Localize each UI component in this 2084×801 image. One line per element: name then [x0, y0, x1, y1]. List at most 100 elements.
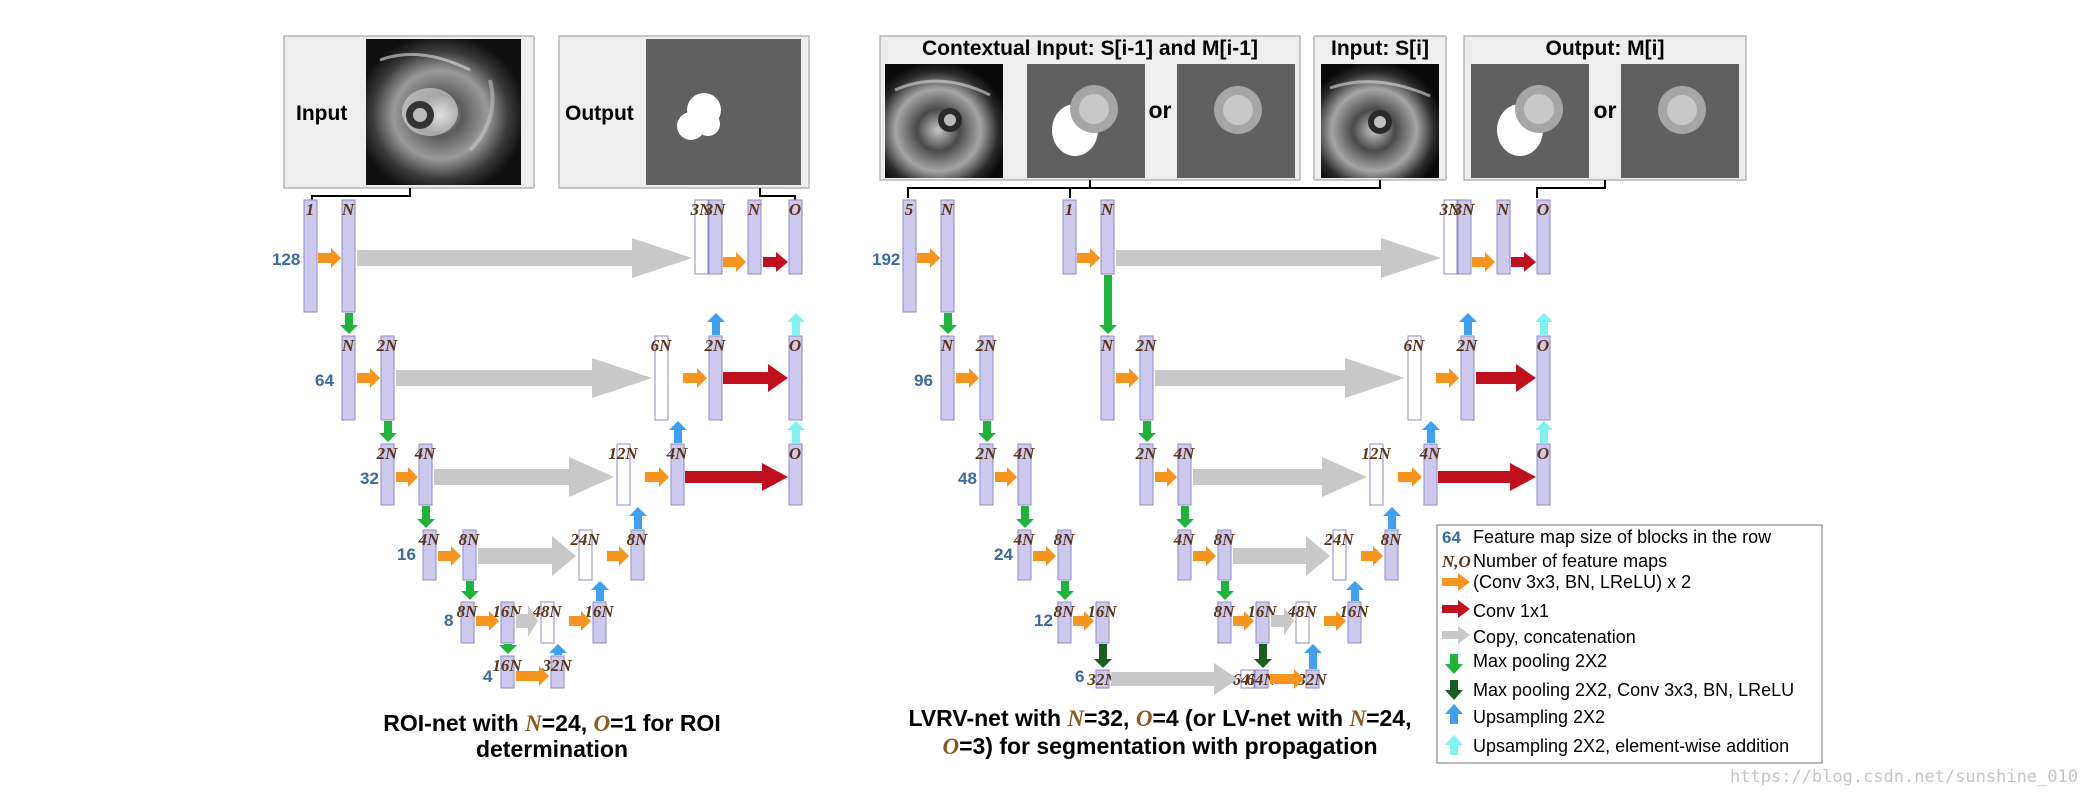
- lvrv-bottleneck-ctx-32n: [1095, 669, 1110, 689]
- roi-block-l4-8n: [460, 601, 475, 644]
- roi-maxpool-arrow-l1: [379, 421, 397, 442]
- lvrv-cur-block-l4-8n-label: 8N: [1214, 602, 1236, 621]
- lvrv-ctx-block-l4-8n-label: 8N: [1054, 602, 1076, 621]
- roi-block-l3-4n: [422, 529, 437, 581]
- roi-copy-arrow-l3: [478, 536, 576, 576]
- legend-green-arrow-icon: [1445, 654, 1463, 674]
- lvrv-cur-block-l0-n-label: N: [1100, 200, 1114, 219]
- lvrv-dec-block-l3-8n: [1384, 529, 1399, 581]
- roi-block-l4-16n-dec-label: 16N: [584, 602, 614, 621]
- lvrv-cur-block-l4-8n: [1217, 601, 1232, 644]
- output-mask-title: Output: M[i]: [1546, 37, 1665, 60]
- roi-block-l1-n-label: N: [341, 336, 355, 355]
- lvrv-dec-block-l0-o: [1536, 199, 1551, 275]
- current-input-box: Input: S[i]: [1313, 35, 1447, 181]
- lvrv-bottleneck-32n-label: 32N: [1296, 670, 1327, 689]
- lvrv-row-size-4: 12: [1034, 611, 1053, 630]
- roi-block-l1-o-label: O: [789, 336, 801, 355]
- lvrv-ctx-block-l4-8n: [1057, 601, 1072, 644]
- lvrv-dec-conv-arrow-l0: [1472, 252, 1495, 272]
- roi-block-l4-16n-label: 16N: [492, 602, 522, 621]
- output-or-text: or: [1594, 97, 1617, 123]
- roi-block-l2-4n-dec-label: 4N: [666, 444, 689, 463]
- lvrv-cur-maxpool-arrow-l3: [1216, 581, 1234, 600]
- lvrv-copy-arrow-l1: [1155, 358, 1405, 398]
- lvrv-dec-block-l1-concat-label: 6N: [1404, 336, 1426, 355]
- lvrv-ctx-maxpool-conv-arrow-l4: [1094, 644, 1112, 668]
- roi-upsample-arrow-l2: [669, 421, 687, 443]
- roi-block-l0-in-label: 1: [306, 200, 315, 219]
- output-mask-connector: [1536, 180, 1606, 198]
- lvrv-conv1x1-arrow-l1: [1476, 364, 1536, 392]
- roi-block-l3-4n-label: 4N: [418, 530, 441, 549]
- roi-block-l2-concat-label: 12N: [608, 444, 638, 463]
- lvrv-ctx-block-l0-in: [902, 199, 917, 313]
- lvrv-ctx-block-l2-2n: [979, 443, 994, 506]
- roi-output-mask-image: [646, 39, 801, 185]
- roi-block-l4-8n-label: 8N: [457, 602, 479, 621]
- lvrv-ctx-block-l0-n-label: N: [940, 200, 954, 219]
- lvrv-upsample-arrow-l4: [1346, 581, 1364, 601]
- lvrv-cur-conv-arrow-l1: [1116, 368, 1139, 388]
- contextual-mask-image-lvrv: [1027, 64, 1145, 178]
- roi-row-size-4: 8: [444, 611, 453, 630]
- roi-block-l1-2n-label: 2N: [376, 336, 399, 355]
- lvrv-dec-conv-arrow-l3: [1361, 546, 1383, 566]
- roi-block-l4-concat: [540, 601, 555, 644]
- lvrv-dec-block-l0-n: [1496, 199, 1511, 275]
- roi-upsample-arrow-l1: [707, 313, 725, 335]
- lvrv-add-arrow-l2: [1535, 421, 1553, 443]
- lvrv-ctx-block-l0-n: [940, 199, 955, 313]
- lvrv-dec-block-l3-concat-label: 24N: [1323, 530, 1354, 549]
- roi-conv-arrow-l0-enc: [318, 248, 341, 268]
- contextual-mask-image-lv: [1177, 64, 1295, 178]
- lvrv-cur-block-l3-8n-label: 8N: [1214, 530, 1236, 549]
- lvrv-ctx-block-l4-16n-label: 16N: [1087, 602, 1117, 621]
- roi-block-l2-2n: [380, 443, 395, 506]
- roi-block-l1-concat-label: 6N: [651, 336, 673, 355]
- roi-block-l3-8n-dec-label: 8N: [627, 530, 649, 549]
- lvrv-ctx-maxpool-arrow-l0: [939, 313, 957, 334]
- roi-block-l2-o: [788, 443, 803, 506]
- roi-block-l2-4n-label: 4N: [414, 444, 437, 463]
- lvrv-ctx-maxpool-arrow-l3: [1056, 581, 1074, 600]
- roi-add-arrow-l2: [787, 421, 805, 443]
- roi-block-l3-8n: [462, 529, 477, 581]
- roi-conv-arrow-l3-dec: [607, 546, 629, 566]
- lvrv-copy-arrow-l3: [1233, 536, 1330, 576]
- lvrv-ctx-conv-arrow-l3: [1033, 546, 1056, 566]
- roi-block-l0-n-dec: [747, 199, 762, 275]
- roi-block-l0-n-dec-label: N: [747, 200, 761, 219]
- roi-output-connector: [759, 188, 796, 202]
- roi-block-l1-2n: [380, 335, 395, 421]
- legend-text-maxpool-conv: Max pooling 2X2, Conv 3x3, BN, LReLU: [1473, 680, 1794, 700]
- legend-dark-green-arrow-icon: [1445, 680, 1463, 700]
- lvrv-dec-block-l4-concat-label: 48N: [1286, 602, 1317, 621]
- legend-text-row-size: Feature map size of blocks in the row: [1473, 527, 1772, 547]
- lvrv-dec-block-l0-concat: [1443, 199, 1458, 275]
- roi-block-l0-concat-label: 3N: [690, 200, 713, 219]
- roi-block-l0-n-label: N: [341, 200, 355, 219]
- lvrv-cur-block-l4-16n: [1255, 601, 1270, 644]
- lvrv-ctx-block-l2-4n: [1017, 443, 1032, 506]
- lvrv-cur-block-l4-16n-label: 16N: [1247, 602, 1277, 621]
- roi-block-l2-o-label: O: [789, 444, 801, 463]
- lvrv-cur-maxpool-conv-arrow-l4: [1254, 644, 1272, 668]
- legend-cyan-arrow-icon: [1445, 735, 1463, 755]
- roi-copy-arrow-l4: [516, 605, 538, 637]
- lvrv-cur-maxpool-arrow-l1: [1138, 421, 1156, 442]
- lvrv-ctx-conv-arrow-l4: [1073, 611, 1094, 631]
- lvrv-cur-block-l2-2n: [1139, 443, 1154, 506]
- roi-row-sizes: 128 64 32 16 8 4: [272, 250, 493, 686]
- lvrv-dec-conv-arrow-l4: [1324, 611, 1346, 631]
- roi-input-label: Input: [296, 102, 347, 125]
- roi-copy-arrow-l1: [396, 358, 652, 398]
- roi-block-l0-concat-b-label: 3N: [704, 200, 727, 219]
- lvrv-cur-conv-arrow-l0: [1077, 248, 1100, 268]
- roi-conv-arrow-l2-dec: [645, 467, 669, 487]
- lvrv-cur-block-l0-in-label: 1: [1065, 200, 1074, 219]
- roi-conv-arrow-l5: [516, 666, 549, 686]
- lvrv-cur-block-l0-in: [1062, 199, 1077, 275]
- roi-row-size-5: 4: [483, 667, 493, 686]
